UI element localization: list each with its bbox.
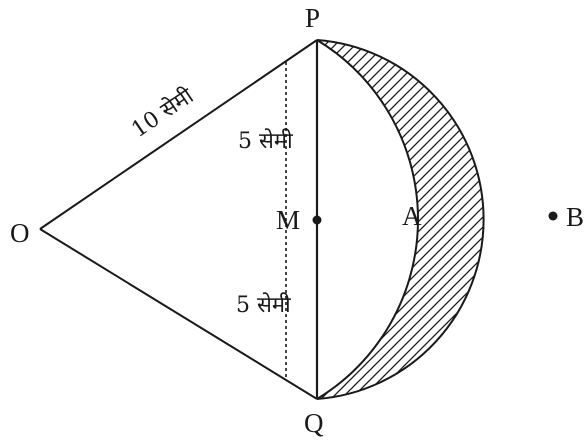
point-b-dot (548, 211, 558, 221)
label-p: P (305, 3, 320, 33)
measure-op: 10 सेमी (127, 83, 199, 143)
label-o: O (10, 218, 30, 248)
label-b: B (566, 202, 584, 232)
label-a: A (402, 201, 422, 231)
label-q: Q (304, 408, 324, 438)
point-m-dot (312, 215, 322, 225)
outer-arc-pbq (316, 39, 485, 400)
measure-mq: 5 सेमी (236, 292, 291, 318)
measure-pm: 5 सेमी (238, 128, 293, 154)
radius-op (39, 39, 318, 230)
inner-arc-paq (316, 39, 420, 400)
label-m: M (276, 205, 300, 235)
radius-oq (39, 228, 318, 400)
shaded-lune-region (317, 40, 484, 399)
